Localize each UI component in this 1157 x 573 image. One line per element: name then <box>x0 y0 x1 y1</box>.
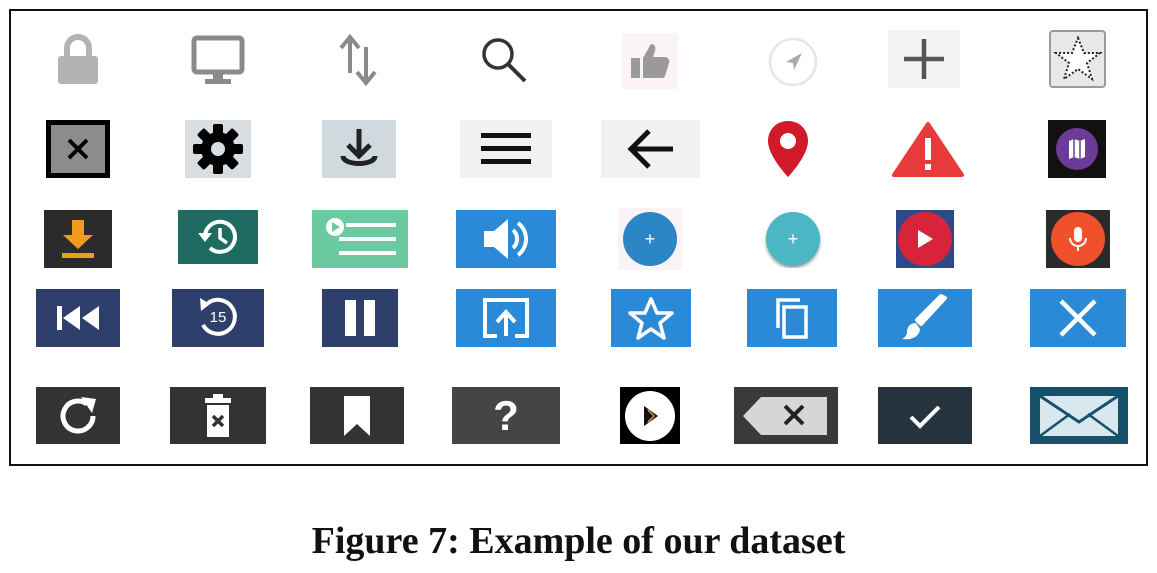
gear-icon <box>185 120 251 178</box>
warning-icon <box>890 120 966 178</box>
help-icon: ? <box>452 387 560 444</box>
fab-plus-glyph: + <box>644 228 656 249</box>
bookmark-icon <box>310 387 404 444</box>
fab-plus-glyph: + <box>787 228 799 249</box>
playlist-icon <box>312 210 408 268</box>
mail-icon <box>1030 387 1128 444</box>
hamburger-menu-icon <box>460 120 552 178</box>
copy-icon <box>747 289 837 347</box>
back-arrow-icon <box>601 120 700 178</box>
icon-figure-frame <box>9 9 1148 466</box>
navigation-compass-icon <box>765 36 820 88</box>
lock-icon <box>52 30 104 88</box>
checkmark-icon <box>878 387 972 444</box>
figure-caption: Figure 7: Example of our dataset <box>311 520 846 562</box>
volume-icon <box>456 210 556 268</box>
pause-icon <box>322 289 398 347</box>
refresh-icon <box>36 387 120 444</box>
map-badge-icon <box>1048 120 1106 178</box>
star-icon <box>611 289 691 347</box>
history-icon <box>178 210 258 264</box>
microphone-icon <box>1046 210 1110 268</box>
monitor-icon <box>188 32 248 90</box>
close-box-icon <box>46 120 110 178</box>
add-fab-teal-icon: + <box>762 210 824 268</box>
audio-play-icon <box>620 387 680 444</box>
star-outline-icon <box>1049 30 1106 88</box>
play-video-icon <box>896 210 954 268</box>
rewind-15-icon: 15 <box>172 289 264 347</box>
sort-arrows-icon <box>333 30 383 90</box>
help-question-glyph: ? <box>493 391 519 439</box>
plus-icon <box>888 30 960 88</box>
search-icon <box>478 34 530 86</box>
close-icon <box>1030 289 1126 347</box>
add-fab-blue-icon: + <box>618 208 682 270</box>
upload-screen-icon <box>456 289 556 347</box>
skip-back-icon <box>36 289 120 347</box>
delete-icon <box>170 387 266 444</box>
location-pin-icon <box>758 118 818 180</box>
paintbrush-icon <box>878 289 972 347</box>
backspace-icon <box>734 387 838 444</box>
download-icon <box>322 120 396 178</box>
download-tray-icon <box>44 210 112 268</box>
rewind-seconds-label: 15 <box>209 309 227 326</box>
thumbs-up-icon <box>622 33 678 89</box>
